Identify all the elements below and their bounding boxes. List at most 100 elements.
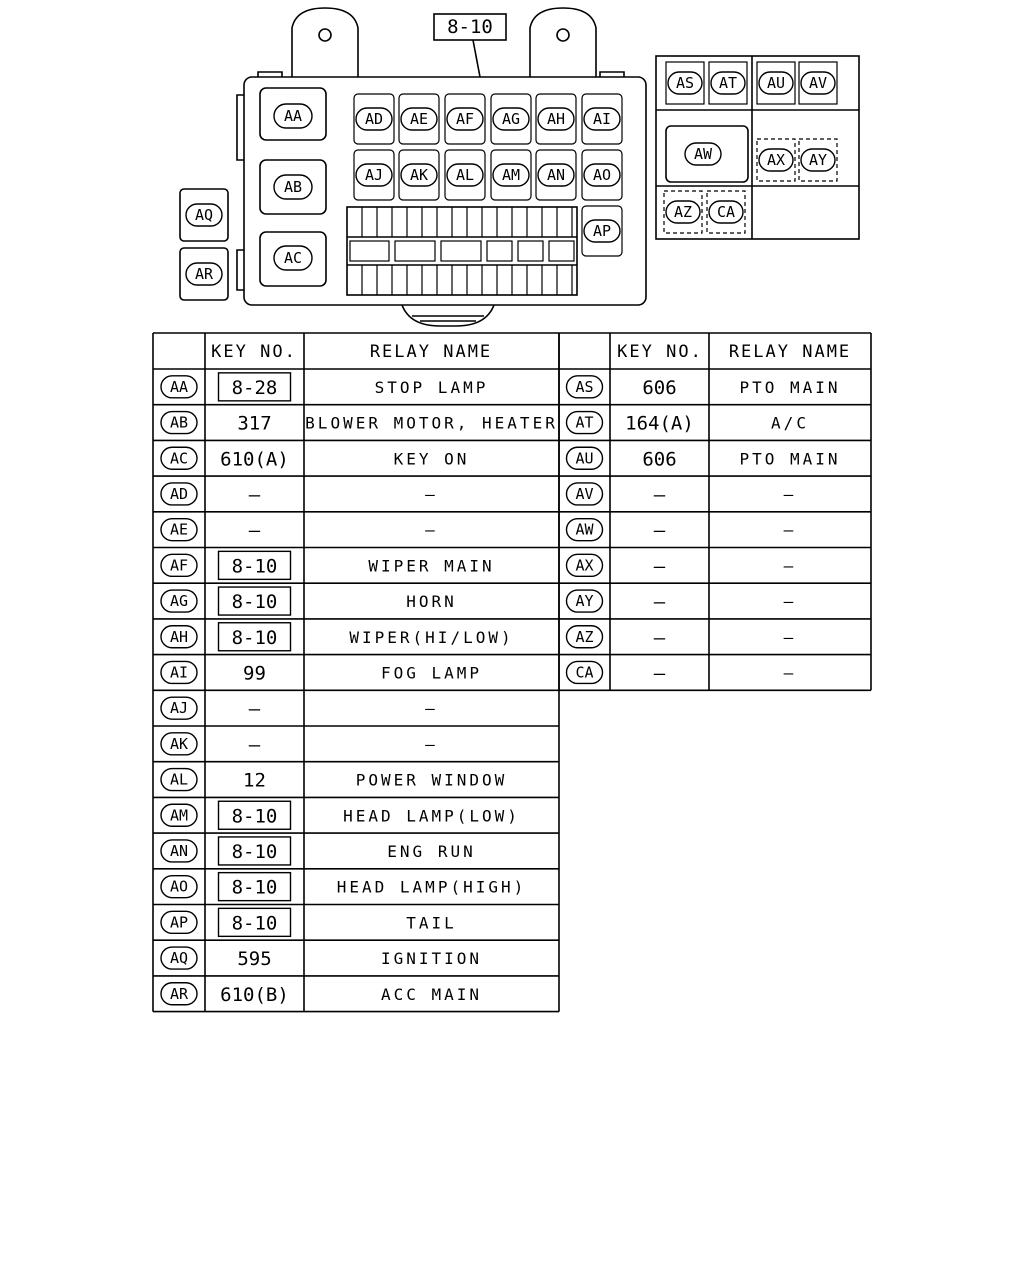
- relay-socket: [798, 61, 838, 105]
- relay-ao-badge: AO: [583, 163, 621, 187]
- row-id-badge: AD: [160, 482, 198, 506]
- relay-ak-badge-label: AK: [410, 166, 428, 184]
- relay-aw-badge: AW: [684, 142, 722, 166]
- row-id-badge-label: AJ: [170, 699, 188, 717]
- relay-af-badge: AF: [446, 107, 484, 131]
- diagram-callout: 8-10: [433, 13, 507, 41]
- relay-aj-badge: AJ: [355, 163, 393, 187]
- left-key-header: KEY NO.: [211, 342, 297, 362]
- row-id-badge: AY: [565, 589, 604, 613]
- relay-al-badge-label: AL: [456, 166, 474, 184]
- relay-ap-badge: AP: [583, 219, 621, 243]
- row-id-badge-label: AE: [170, 521, 188, 539]
- relay-name: HEAD LAMP(LOW): [343, 806, 520, 825]
- row-id-badge: AH: [160, 625, 198, 649]
- row-id-badge: AZ: [565, 625, 604, 649]
- row-id-badge-label: AB: [170, 414, 188, 432]
- relay-name: —: [784, 663, 797, 682]
- row-id-badge: AN: [160, 839, 198, 863]
- row-id-badge-label: AC: [170, 449, 188, 467]
- relay-name: —: [425, 735, 438, 754]
- relay-as-badge: AS: [667, 71, 703, 95]
- relay-az-badge: AZ: [665, 200, 701, 224]
- row-id-badge: AS: [565, 375, 604, 399]
- key-number: 317: [237, 413, 271, 435]
- mount-ear-left: [291, 7, 359, 77]
- row-id-badge-label: AW: [575, 521, 594, 539]
- row-id-badge: AW: [565, 517, 604, 542]
- relay-ca-badge-label: CA: [717, 203, 735, 221]
- relay-ao-badge-label: AO: [593, 166, 611, 184]
- relay-socket: [665, 61, 705, 105]
- row-id-badge-label: AY: [575, 592, 593, 610]
- row-id-badge: CA: [565, 660, 604, 685]
- relay-socket: [490, 93, 532, 145]
- row-id-badge-label: AQ: [170, 949, 188, 967]
- row-id-badge-label: AD: [170, 485, 188, 503]
- row-id-badge-label: AS: [575, 378, 593, 396]
- row-id-badge-label: AT: [575, 414, 593, 432]
- row-id-badge-label: AM: [170, 806, 188, 824]
- row-id-badge: AX: [565, 553, 604, 578]
- key-number: —: [654, 520, 666, 542]
- relay-an-badge: AN: [537, 163, 575, 187]
- key-number: 8-10: [232, 841, 278, 863]
- table-row: AV——: [565, 482, 793, 506]
- relay-am-badge: AM: [492, 163, 530, 187]
- row-id-badge-label: AO: [170, 878, 188, 896]
- relay-socket: [535, 93, 577, 145]
- row-id-badge: AJ: [160, 696, 198, 720]
- relay-socket: [398, 149, 440, 201]
- row-id-badge-label: AI: [170, 663, 188, 681]
- relay-ar-badge: AR: [185, 262, 223, 286]
- key-number: 8-10: [232, 805, 278, 827]
- relay-at-badge: AT: [710, 71, 746, 95]
- relay-socket: [535, 149, 577, 201]
- row-id-badge-label: AN: [170, 842, 188, 860]
- relay-ac-badge: AC: [273, 245, 313, 271]
- relay-name: —: [425, 521, 438, 540]
- bottom-connector: [401, 304, 495, 327]
- row-id-badge-label: AF: [170, 556, 188, 574]
- relay-name: PTO MAIN: [739, 378, 840, 397]
- fuse-block: [346, 206, 578, 296]
- key-box: [217, 871, 292, 902]
- key-number: —: [654, 555, 666, 577]
- row-id-badge: AR: [160, 982, 198, 1006]
- relay-ai-badge-label: AI: [593, 110, 611, 128]
- table-row: AZ——: [565, 625, 793, 649]
- key-number: —: [249, 734, 261, 756]
- table-row: AB 317 BLOWER MOTOR, HEATER: [160, 410, 558, 435]
- relay-an-badge-label: AN: [547, 166, 565, 184]
- relay-name: BLOWER MOTOR, HEATER: [305, 414, 558, 433]
- relay-ab-badge: AB: [273, 174, 313, 200]
- key-box: [217, 372, 292, 402]
- relay-aq-badge-label: AQ: [195, 206, 213, 224]
- row-id-badge: AQ: [160, 946, 198, 970]
- row-id-badge: AC: [160, 446, 198, 470]
- row-id-badge-label: CA: [575, 663, 593, 681]
- relay-ai-badge: AI: [583, 107, 621, 131]
- row-id-badge-label: AA: [170, 378, 188, 396]
- row-id-badge: AK: [160, 732, 198, 756]
- right-name-header: RELAY NAME: [729, 342, 851, 362]
- key-box: [217, 836, 292, 866]
- row-id-badge-label: AV: [575, 485, 593, 503]
- key-number: —: [249, 520, 261, 542]
- left-name-header: RELAY NAME: [370, 342, 492, 362]
- mount-hole-right: [556, 28, 570, 42]
- key-number: —: [654, 591, 666, 613]
- relay-socket: [708, 61, 748, 105]
- right-key-header: KEY NO.: [617, 342, 703, 362]
- relay-socket: [756, 61, 796, 105]
- relay-aq-badge: AQ: [185, 203, 223, 227]
- relay-ad-badge-label: AD: [365, 110, 383, 128]
- relay-name: KEY ON: [394, 449, 470, 468]
